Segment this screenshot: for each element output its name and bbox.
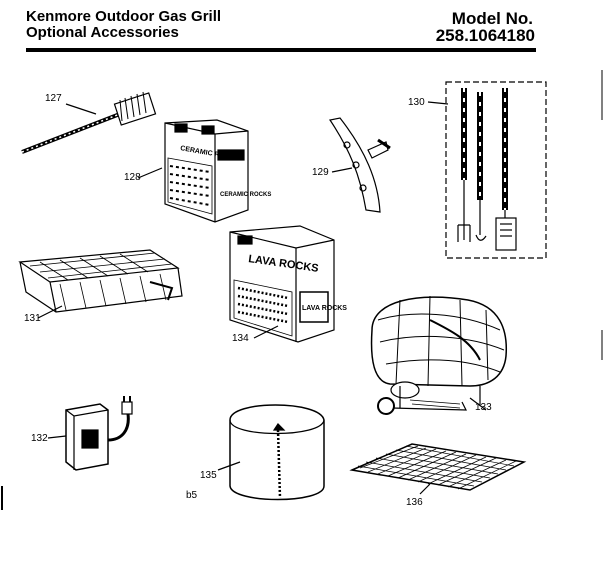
callout-127: 127 bbox=[45, 93, 62, 104]
grill-cover-133 bbox=[370, 295, 508, 415]
box-label-lava-side: LAVA ROCKS bbox=[302, 305, 347, 312]
callout-130: 130 bbox=[408, 97, 425, 108]
header-rule bbox=[26, 48, 536, 52]
callout-133: 133 bbox=[475, 402, 492, 413]
model-label: Model No. bbox=[451, 9, 533, 28]
model-number: 258.1064180 bbox=[435, 26, 535, 45]
callout-135b: b5 bbox=[186, 490, 198, 501]
callout-132: 132 bbox=[31, 433, 48, 444]
diagram-subtitle: Optional Accessories bbox=[26, 24, 179, 41]
box-label-ceramic-side: CERAMIC ROCKS bbox=[220, 192, 271, 198]
wire-basket-131 bbox=[18, 249, 183, 319]
callout-131: 131 bbox=[24, 313, 41, 324]
callout-129: 129 bbox=[312, 167, 329, 178]
callout-135: 135 bbox=[200, 470, 217, 481]
cylinder-cover-135 bbox=[217, 404, 325, 501]
diagram-title: Kenmore Outdoor Gas Grill bbox=[26, 8, 222, 25]
callout-136: 136 bbox=[406, 497, 423, 508]
electric-igniter-132 bbox=[47, 396, 133, 471]
callout-128: 128 bbox=[124, 172, 141, 183]
grill-brush-127 bbox=[21, 91, 157, 154]
rib-rack-129 bbox=[329, 117, 391, 213]
tool-set-130 bbox=[427, 81, 547, 259]
lava-rocks-box-134 bbox=[229, 225, 335, 343]
ceramic-rocks-box-128 bbox=[137, 119, 249, 223]
callout-134: 134 bbox=[232, 333, 249, 344]
cooking-grid-136 bbox=[349, 443, 527, 495]
